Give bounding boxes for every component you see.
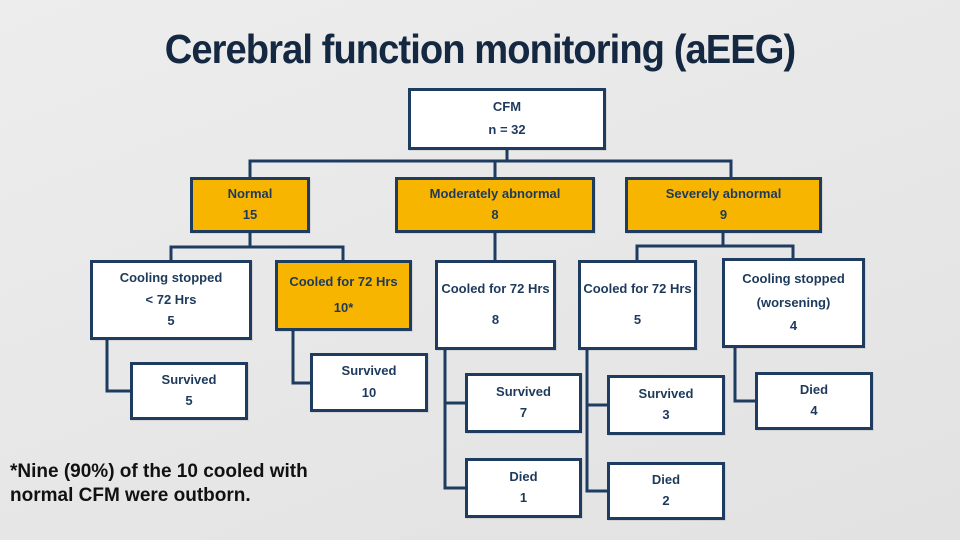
node-cooled-72-normal: Cooled for 72 Hrs 10* [275, 260, 412, 331]
node-label: Survived [341, 363, 397, 379]
node-value: 5 [633, 312, 642, 328]
node-survived-severe: Survived 3 [607, 375, 725, 435]
node-label: Died [651, 472, 681, 488]
node-label: Cooled for 72 Hrs [583, 280, 692, 296]
node-died-moderate: Died 1 [465, 458, 582, 518]
node-value: 8 [491, 312, 500, 328]
page-title-text: Cerebral function monitoring (aEEG) [164, 26, 796, 72]
node-value: 3 [662, 407, 670, 423]
node-value: n = 32 [488, 121, 526, 137]
footnote-line-1: *Nine (90%) of the 10 cooled with [10, 461, 308, 482]
node-label: Moderately abnormal [429, 186, 561, 202]
node-value: 8 [491, 206, 499, 222]
node-cfm: CFM n = 32 [408, 88, 606, 150]
node-cooled-72-severe: Cooled for 72 Hrs 5 [578, 260, 697, 350]
node-label: Survived [496, 383, 551, 399]
node-sublabel: < 72 Hrs [145, 291, 197, 307]
node-label: Cooled for 72 Hrs [441, 280, 550, 296]
node-moderately-abnormal: Moderately abnormal 8 [395, 177, 595, 233]
node-survived-normal-cooled: Survived 10 [310, 353, 428, 412]
node-normal: Normal 15 [190, 177, 310, 233]
node-survived-normal-early: Survived 5 [130, 362, 248, 420]
node-value: 10* [333, 299, 354, 315]
node-cooling-stopped-worsening: Cooling stopped (worsening) 4 [722, 258, 865, 348]
node-sublabel: (worsening) [756, 294, 831, 310]
node-cooling-stopped-early: Cooling stopped < 72 Hrs 5 [90, 260, 252, 340]
node-value: 9 [719, 206, 728, 222]
node-label: Severely abnormal [665, 186, 782, 202]
node-value: 2 [662, 493, 670, 508]
footnote-line-2: normal CFM were outborn. [10, 485, 251, 507]
node-label: CFM [492, 99, 522, 115]
page-title: Cerebral function monitoring (aEEG) [0, 26, 960, 73]
node-label: Died [799, 382, 829, 398]
node-label: Cooling stopped [742, 270, 845, 286]
node-label: Survived [161, 372, 217, 388]
node-value: 4 [789, 318, 798, 334]
node-value: 5 [185, 393, 193, 408]
node-label: Died [509, 468, 538, 484]
node-survived-moderate: Survived 7 [465, 373, 582, 433]
footnote: *Nine (90%) of the 10 cooled with normal… [10, 460, 370, 509]
node-label: Cooling stopped [119, 270, 223, 286]
node-value: 10 [361, 384, 377, 400]
node-value: 7 [519, 405, 528, 421]
node-value: 1 [519, 490, 528, 506]
node-value: 15 [242, 206, 258, 222]
node-label: Normal [227, 186, 273, 202]
node-value: 5 [167, 312, 175, 328]
node-severely-abnormal: Severely abnormal 9 [625, 177, 822, 233]
node-value: 4 [810, 403, 818, 418]
node-died-severe: Died 2 [607, 462, 725, 520]
node-died-worsening: Died 4 [755, 372, 873, 430]
node-label: Survived [638, 385, 694, 401]
node-label: Cooled for 72 Hrs [289, 274, 398, 290]
node-cooled-72-moderate: Cooled for 72 Hrs 8 [435, 260, 556, 350]
